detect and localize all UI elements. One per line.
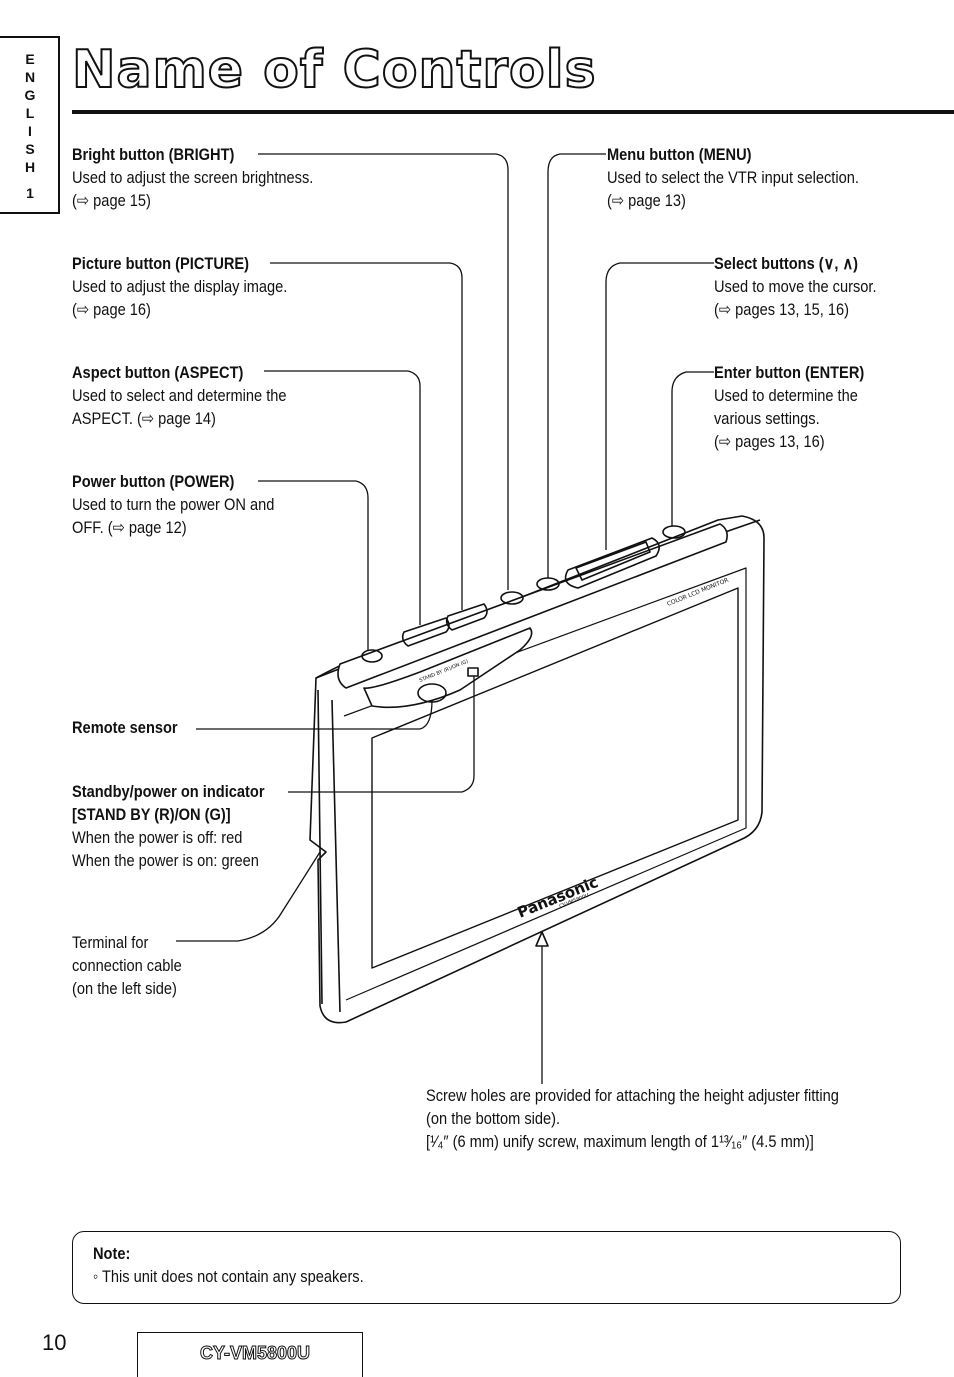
language-tab: E N G L I S H 1	[0, 36, 60, 214]
menu-leader	[547, 153, 606, 578]
description-line: connection cable	[72, 956, 182, 975]
bullet-icon: ◦	[93, 1267, 102, 1286]
tab-letter: E	[25, 51, 35, 67]
page-title: Name of Controls	[71, 39, 597, 101]
description-line: When the power is on: green	[72, 851, 259, 870]
terminal-description: Terminal for connection cable (on the le…	[72, 931, 182, 1000]
select-buttons-description: Select buttons (∨, ∧) Used to move the c…	[714, 252, 877, 321]
menu-button-heading: Menu button (MENU)	[607, 145, 752, 164]
model-code-box: CY-VM5800U	[137, 1332, 363, 1377]
aspect-button-description: Aspect button (ASPECT) Used to select an…	[72, 361, 287, 430]
description-line: Used to move the cursor.	[714, 277, 877, 296]
remote-sensor-heading: Remote sensor	[72, 718, 178, 737]
terminal-leader	[176, 851, 321, 942]
note-heading: Note:	[93, 1244, 131, 1263]
remote-sensor-label: Remote sensor	[72, 716, 178, 739]
tab-letter: N	[24, 69, 36, 85]
page-reference: (⇨ pages 13, 16)	[714, 432, 825, 451]
aspect-button-heading: Aspect button (ASPECT)	[72, 363, 244, 382]
page-reference: (⇨ page 13)	[607, 191, 686, 210]
bright-button-description: Bright button (BRIGHT) Used to adjust th…	[72, 143, 313, 212]
picture-button-description: Picture button (PICTURE) Used to adjust …	[72, 252, 287, 321]
enter-button-description: Enter button (ENTER) Used to determine t…	[714, 361, 864, 453]
page-reference: (⇨ page 16)	[72, 300, 151, 319]
power-button-heading: Power button (POWER)	[72, 472, 235, 491]
description-line: various settings.	[714, 409, 820, 428]
description-line: When the power is off: red	[72, 828, 243, 847]
select-buttons-heading: Select buttons (∨, ∧)	[714, 254, 859, 273]
description-line: Used to select and determine the	[72, 386, 287, 405]
aspect-leader	[264, 370, 421, 625]
indicator-heading: Standby/power on indicator	[72, 782, 265, 801]
description-line: Used to adjust the screen brightness.	[72, 168, 314, 187]
description-line: (on the bottom side).	[426, 1109, 561, 1128]
picture-leader	[270, 262, 463, 610]
title-rule	[72, 110, 954, 114]
indicator-leader	[288, 676, 475, 793]
description-line: Used to determine the	[714, 386, 858, 405]
bright-leader	[258, 153, 509, 590]
description-line: Used to select the VTR input selection.	[607, 168, 859, 187]
page-number: 10	[42, 1330, 67, 1355]
tab-number: 1	[26, 185, 34, 201]
description-line: OFF. (⇨ page 12)	[72, 518, 187, 537]
tab-letter: G	[24, 87, 36, 103]
indicator-description: Standby/power on indicator [STAND BY (R)…	[72, 780, 265, 872]
note-item: ◦ This unit does not contain any speaker…	[93, 1265, 364, 1288]
page-reference: (⇨ pages 13, 15, 16)	[714, 300, 849, 319]
note-box: Note: ◦ This unit does not contain any s…	[72, 1231, 901, 1304]
remote-sensor-leader	[196, 699, 433, 730]
power-leader	[258, 480, 369, 650]
tab-letter: H	[24, 159, 36, 175]
enter-button-heading: Enter button (ENTER)	[714, 363, 865, 382]
enter-leader	[671, 371, 714, 526]
description-line: Terminal for	[72, 933, 149, 952]
tab-letter: I	[28, 123, 32, 139]
description-line: Used to adjust the display image.	[72, 277, 288, 296]
screw-holes-description: Screw holes are provided for attaching t…	[426, 1084, 839, 1153]
screw-spec: [¹⁄₄″ (6 mm) unify screw, maximum length…	[426, 1132, 814, 1151]
description-line: ASPECT. (⇨ page 14)	[72, 409, 216, 428]
tab-letter: L	[25, 105, 35, 121]
description-line: Used to turn the power ON and	[72, 495, 275, 514]
indicator-subheading: [STAND BY (R)/ON (G)]	[72, 805, 231, 824]
bright-button-heading: Bright button (BRIGHT)	[72, 145, 235, 164]
model-code: CY-VM5800U	[199, 1343, 311, 1364]
picture-button-heading: Picture button (PICTURE)	[72, 254, 250, 273]
menu-button-description: Menu button (MENU) Used to select the VT…	[607, 143, 859, 212]
note-text: This unit does not contain any speakers.	[101, 1267, 364, 1286]
description-line: (on the left side)	[72, 979, 177, 998]
page-reference: (⇨ page 15)	[72, 191, 151, 210]
select-leader	[605, 262, 714, 550]
description-line: Screw holes are provided for attaching t…	[426, 1086, 839, 1105]
tab-letter: S	[25, 141, 35, 157]
power-button-description: Power button (POWER) Used to turn the po…	[72, 470, 274, 539]
